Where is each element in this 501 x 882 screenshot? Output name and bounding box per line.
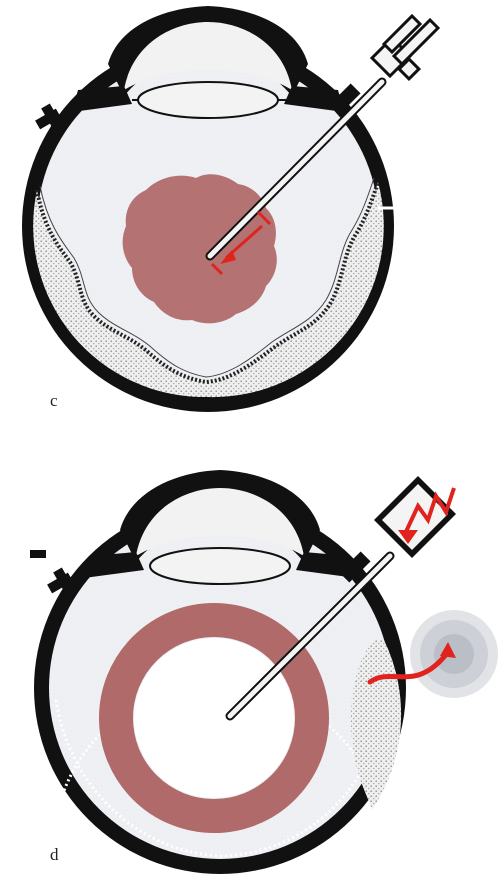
panel-d: d — [30, 470, 498, 874]
infusion-port-icon — [30, 550, 77, 598]
panel-label-c: c — [50, 391, 58, 410]
blood-ring — [116, 620, 312, 816]
lens — [138, 82, 278, 118]
panel-c: c — [22, 6, 438, 412]
panel-label-d: d — [50, 845, 59, 864]
lens — [150, 548, 290, 584]
